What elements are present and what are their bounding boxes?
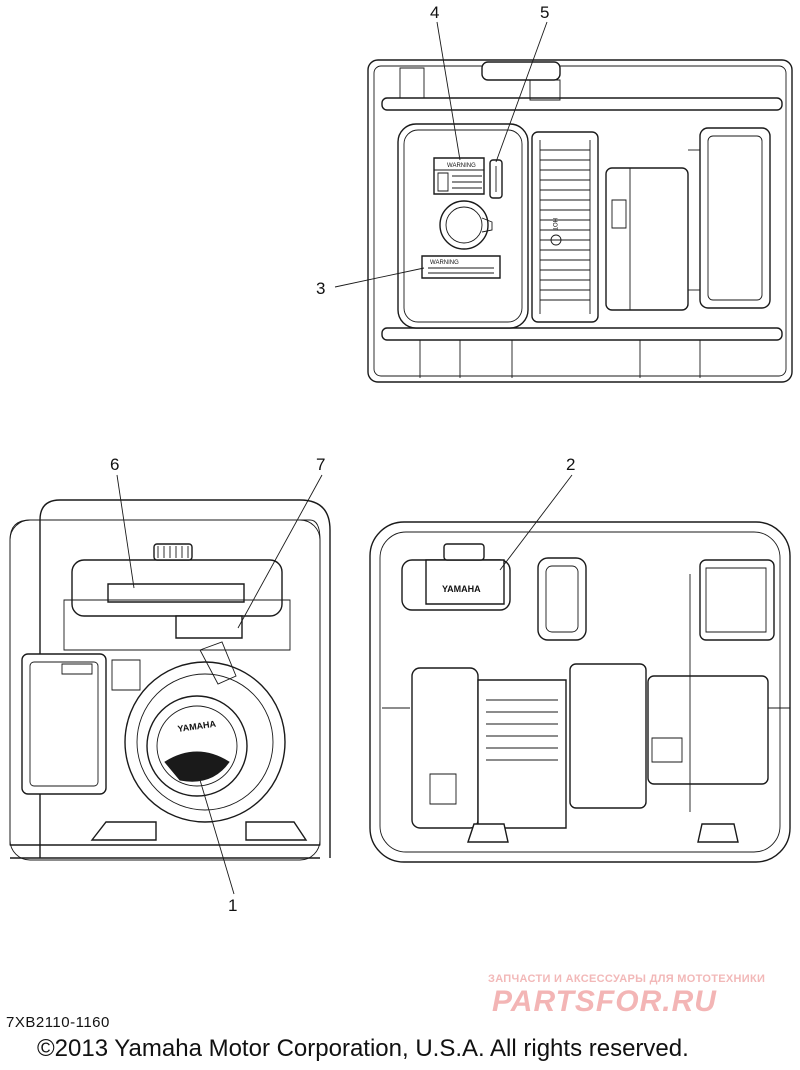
generator-side-view: YAMAHA (370, 522, 790, 862)
callout-2: 2 (566, 455, 575, 474)
leader-lines (117, 22, 572, 894)
hot-label: HOT (551, 218, 557, 231)
part-number: 7XB2110-1160 (6, 1014, 110, 1031)
callout-6: 6 (110, 455, 119, 474)
copyright: ©2013 Yamaha Motor Corporation, U.S.A. A… (37, 1035, 689, 1062)
generator-top-view: WARNING WARNING (368, 60, 792, 382)
callout-7: 7 (316, 455, 325, 474)
warning-label-side: WARNING (430, 260, 459, 266)
callout-5: 5 (540, 3, 549, 22)
callout-3: 3 (316, 279, 325, 298)
watermark-site: PARTSFOR.RU (492, 985, 717, 1018)
warning-label-top: WARNING (447, 163, 476, 169)
brand-tank: YAMAHA (442, 584, 481, 594)
callout-4: 4 (430, 3, 439, 22)
watermark-tagline: ЗАПЧАСТИ И АКСЕССУАРЫ ДЛЯ МОТОТЕХНИКИ (488, 973, 766, 985)
callout-1: 1 (228, 896, 237, 915)
generator-front-view: YAMAHA (10, 500, 330, 860)
